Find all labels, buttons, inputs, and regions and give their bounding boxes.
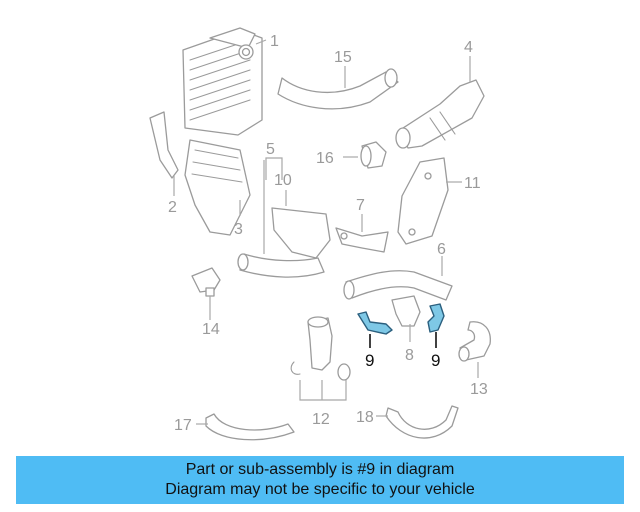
label-1: 1 — [270, 33, 279, 50]
part-14-sensor — [191, 267, 221, 297]
part-5-hose — [237, 253, 325, 278]
part-1-intercooler — [182, 27, 263, 136]
label-4: 4 — [464, 39, 473, 56]
part-18-hose — [385, 405, 459, 439]
label-3: 3 — [234, 221, 243, 238]
label-9-right: 9 — [431, 351, 440, 370]
label-15: 15 — [334, 49, 352, 66]
part-9-bracket-left — [357, 311, 393, 335]
part-13-elbow — [458, 321, 491, 362]
part-11-shield — [397, 157, 449, 245]
label-17: 17 — [174, 417, 192, 434]
label-12: 12 — [312, 411, 330, 428]
label-9-left: 9 — [365, 351, 374, 370]
label-11: 11 — [464, 175, 481, 192]
part-9-bracket-right — [427, 303, 445, 333]
label-16: 16 — [316, 150, 334, 167]
label-6: 6 — [437, 241, 446, 258]
label-5: 5 — [266, 141, 275, 158]
part-4-pipe — [395, 79, 485, 149]
part-7-bracket — [335, 227, 389, 253]
label-18: 18 — [356, 409, 374, 426]
part-12-throttle-body — [290, 316, 351, 381]
label-8: 8 — [405, 347, 414, 364]
banner-line-1: Part or sub-assembly is #9 in diagram — [185, 461, 455, 478]
part-3-duct-housing — [184, 139, 251, 236]
leader-1 — [255, 39, 267, 45]
label-2: 2 — [168, 199, 177, 216]
parts-diagram: 1 2 3 15 4 16 11 5 1 — [149, 27, 491, 441]
part-6-hose — [343, 270, 453, 301]
part-8-bracket — [391, 295, 421, 327]
info-banner: Part or sub-assembly is #9 in diagram Di… — [16, 456, 624, 504]
label-7: 7 — [356, 197, 365, 214]
label-14: 14 — [202, 321, 220, 338]
part-2-bracket — [149, 111, 179, 179]
part-10-cover — [271, 207, 331, 259]
leader-12 — [299, 380, 347, 401]
part-15-hose — [277, 68, 399, 110]
label-13: 13 — [470, 381, 488, 398]
banner-line-2: Diagram may not be specific to your vehi… — [165, 481, 475, 498]
part-16-coupler — [360, 141, 387, 169]
label-10: 10 — [274, 172, 292, 189]
part-17-hose — [205, 413, 295, 441]
leader-5 — [265, 157, 283, 180]
